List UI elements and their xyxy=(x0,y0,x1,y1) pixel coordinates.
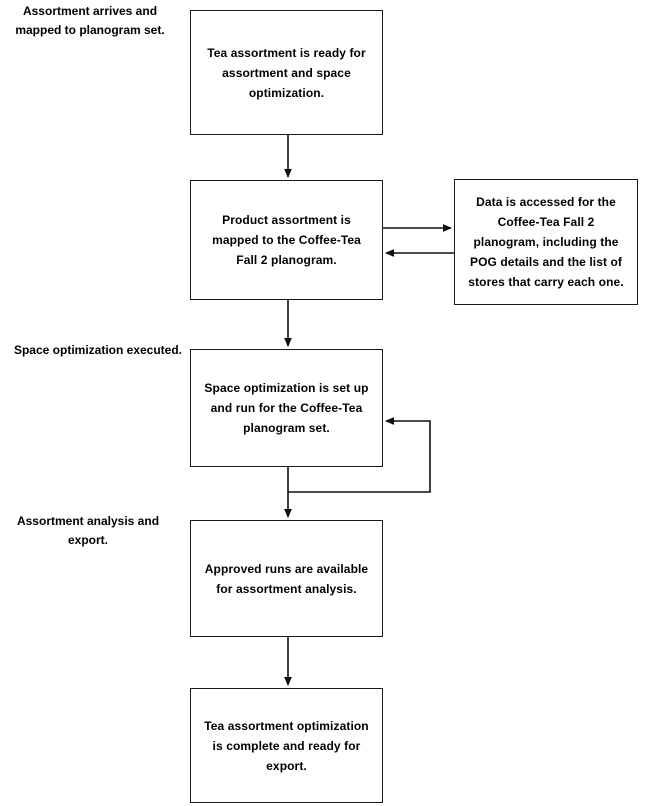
edge-space-optimization-feedback-loop xyxy=(288,417,431,493)
node-optimization-complete[interactable]: Tea assortment optimization is complete … xyxy=(190,688,383,803)
node-approved-runs[interactable]: Approved runs are available for assortme… xyxy=(190,520,383,637)
stage-label-space-optimization: Space optimization executed. xyxy=(13,343,183,357)
node-approved-runs-label: Approved runs are available for assortme… xyxy=(204,561,369,596)
node-product-assortment-mapped[interactable]: Product assortment is mapped to the Coff… xyxy=(190,180,383,300)
node-optimization-complete-label: Tea assortment optimization is complete … xyxy=(204,718,369,773)
stage-label-assortment-arrives: Assortment arrives and mapped to planogr… xyxy=(15,4,165,37)
node-tea-assortment-ready-label: Tea assortment is ready for assortment a… xyxy=(207,45,366,100)
node-space-optimization-run-label: Space optimization is set up and run for… xyxy=(204,381,369,435)
node-tea-assortment-ready[interactable]: Tea assortment is ready for assortment a… xyxy=(190,10,383,135)
stage-label-assortment-analysis: Assortment analysis and export. xyxy=(16,514,160,547)
node-space-optimization-run[interactable]: Space optimization is set up and run for… xyxy=(190,349,383,467)
node-data-accessed-label: Data is accessed for the Coffee-Tea Fall… xyxy=(468,195,624,289)
node-product-assortment-mapped-label: Product assortment is mapped to the Coff… xyxy=(212,213,361,267)
node-data-accessed[interactable]: Data is accessed for the Coffee-Tea Fall… xyxy=(454,179,638,305)
